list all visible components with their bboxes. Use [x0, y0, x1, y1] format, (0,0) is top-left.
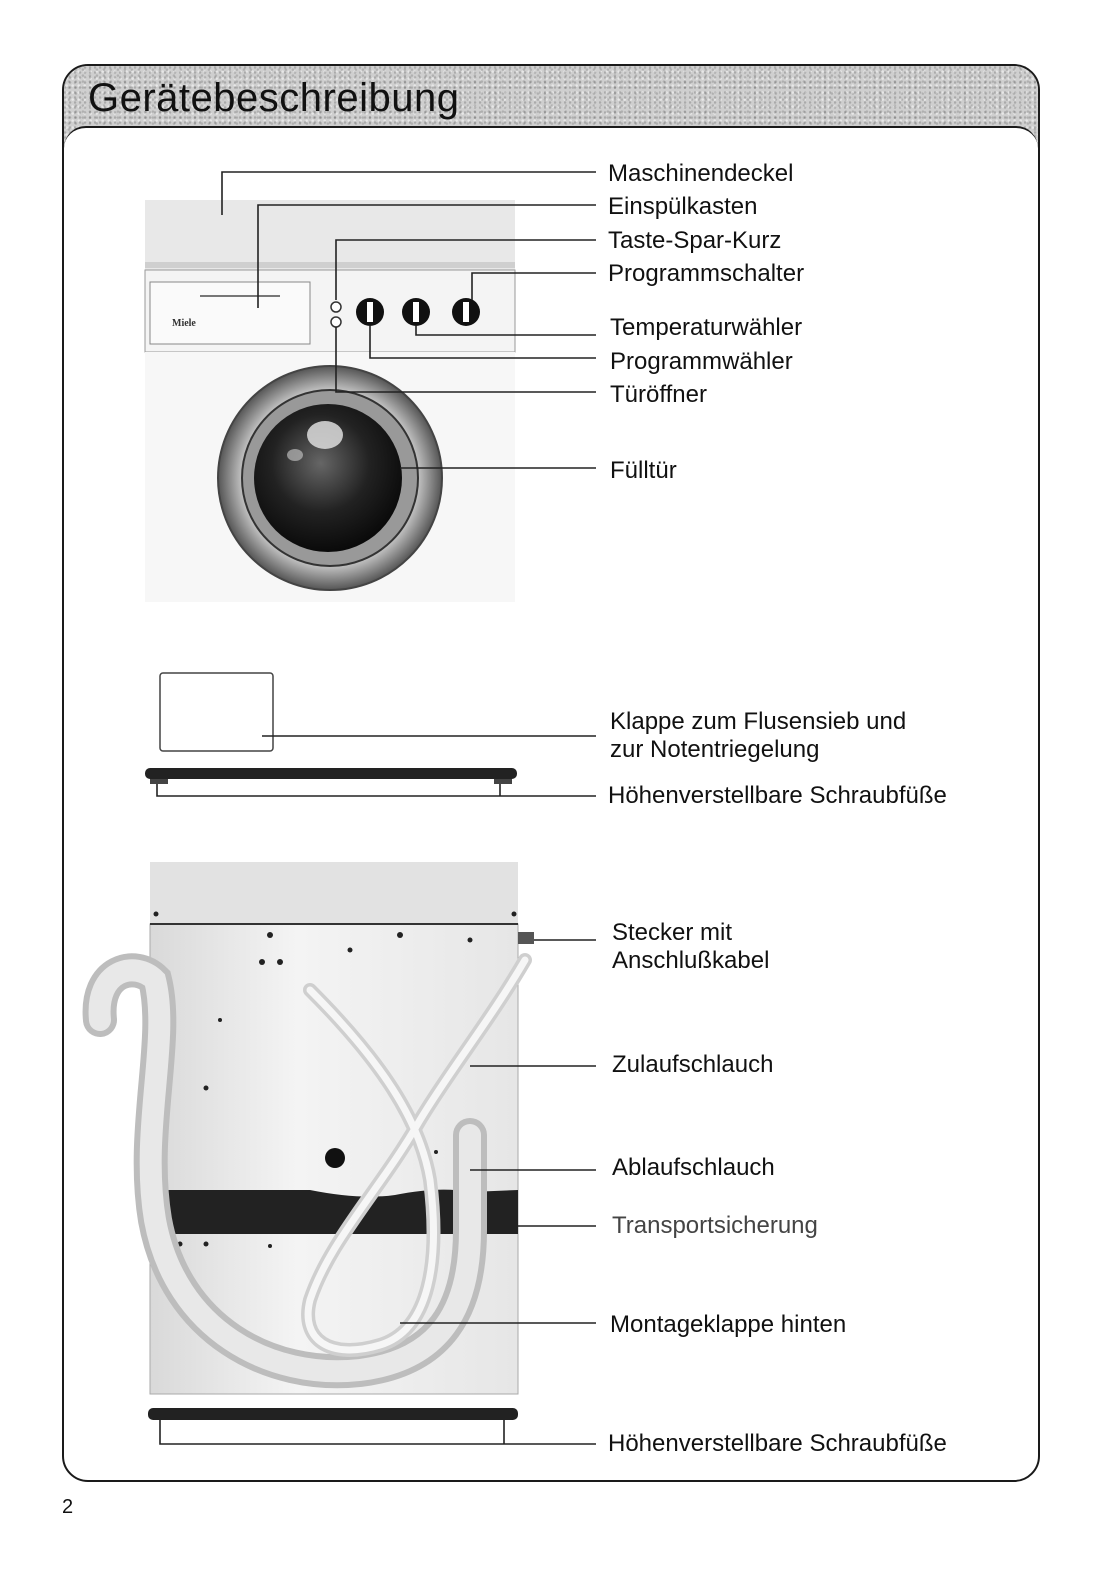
label-machine-lid: Maschinendeckel — [608, 160, 794, 187]
label-spar-kurz-button: Taste-Spar-Kurz — [608, 227, 782, 254]
label-detergent-drawer: Einspülkasten — [608, 193, 758, 220]
rear-view-machine — [82, 862, 534, 1420]
label-lint-filter-flap-1: Klappe zum Flusensieb und — [610, 708, 907, 735]
label-drain-hose: Ablaufschlauch — [612, 1154, 775, 1181]
door-release-button — [330, 316, 342, 328]
label-inlet-hose: Zulaufschlauch — [612, 1051, 774, 1078]
label-program-switch: Programmschalter — [608, 260, 805, 287]
base-leader-lines — [156, 735, 596, 797]
front-view-machine: Miele — [144, 200, 516, 602]
base-view — [145, 672, 517, 784]
page-number: 2 — [62, 1496, 74, 1518]
label-temperature-selector: Temperaturwähler — [610, 314, 803, 341]
rear-lid — [150, 862, 518, 926]
label-transport-lock: Transportsicherung — [612, 1212, 818, 1239]
label-door-release: Türöffner — [610, 381, 707, 408]
header-band — [64, 66, 1038, 150]
label-adjustable-feet-rear: Höhenverstellbare Schraubfüße — [608, 1430, 947, 1457]
rear-hole — [325, 1148, 345, 1168]
label-rear-service-flap: Montageklappe hinten — [610, 1311, 847, 1338]
rear-base-plinth — [148, 1408, 518, 1420]
base-plinth — [145, 768, 517, 779]
label-lint-filter-flap-2: zur Notentriegelung — [610, 736, 820, 763]
spar-kurz-button — [330, 301, 342, 313]
label-plug-1: Stecker mit — [612, 919, 733, 946]
machine-lid — [145, 200, 515, 270]
label-loading-door: Fülltür — [610, 457, 677, 484]
label-adjustable-feet-front: Höhenverstellbare Schraubfüße — [608, 782, 947, 809]
front-leader-lines — [221, 171, 596, 469]
label-plug-2: Anschlußkabel — [612, 947, 770, 974]
detergent-drawer — [149, 281, 311, 345]
lint-filter-flap — [159, 672, 274, 752]
label-program-selector: Programmwähler — [610, 348, 793, 375]
brand-logo: Miele — [172, 318, 196, 329]
page-title: Gerätebeschreibung — [88, 76, 460, 120]
power-plug — [518, 932, 534, 944]
rear-leader-lines — [159, 939, 596, 1445]
door-glass — [254, 404, 402, 552]
